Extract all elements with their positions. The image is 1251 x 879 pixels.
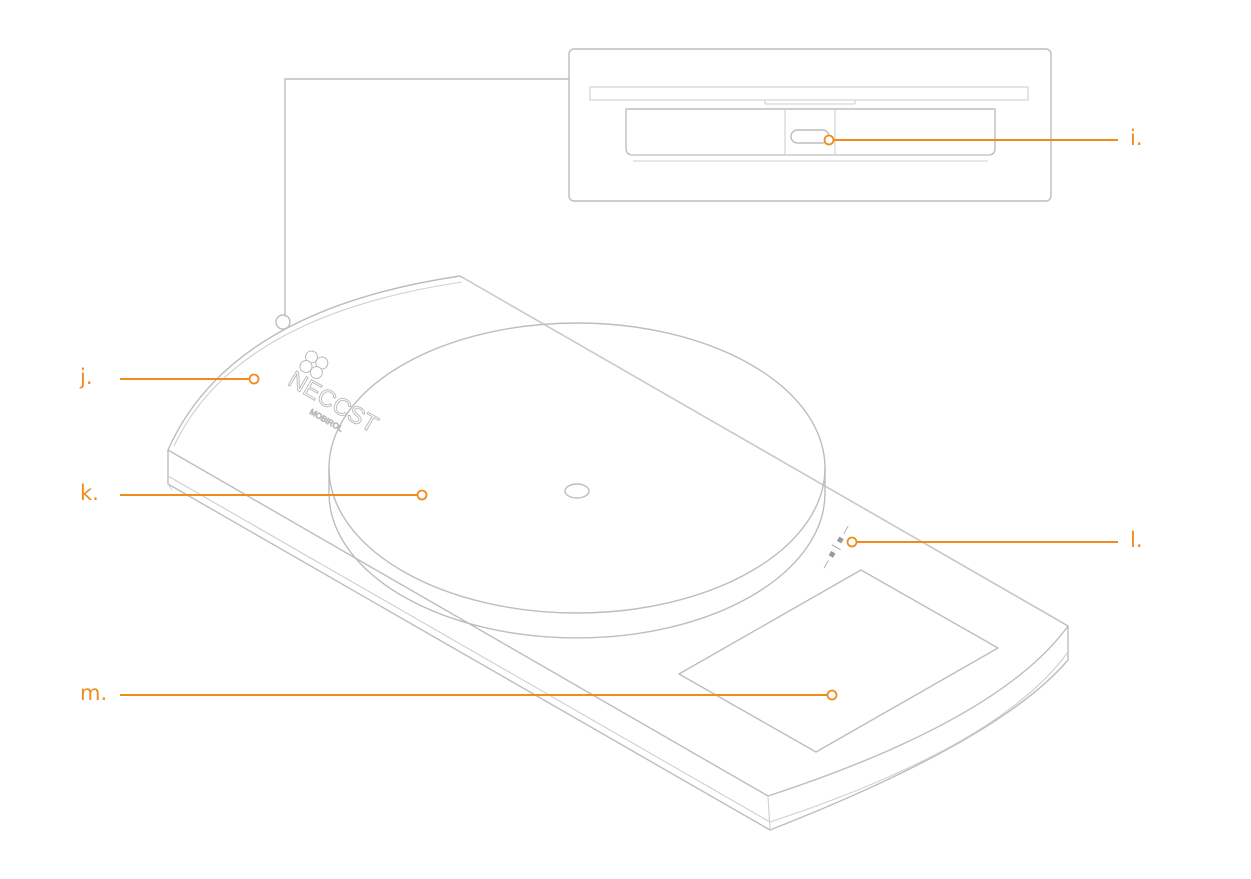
button-marks: — ▪ | ▪ — (819, 523, 853, 571)
control-buttons: — ▪ | ▪ — (819, 523, 853, 571)
callout-label-m: m. (80, 681, 108, 705)
leader-dot-m (826, 689, 838, 701)
leader-dot-j (248, 373, 260, 385)
turntable-center-hole (564, 483, 590, 499)
callout-label-k: k. (80, 481, 99, 505)
turntable-plate-side (589, 86, 1029, 101)
leader-dot-i (823, 134, 835, 146)
leader-dot-l (846, 536, 858, 548)
base-outline (167, 275, 1069, 831)
turntable-top (328, 322, 826, 614)
base-top-edge (167, 449, 1069, 797)
base-body (167, 275, 1069, 831)
leader-dot-k (416, 489, 428, 501)
display-panel (678, 569, 999, 753)
turntable-rim (328, 467, 826, 639)
usb-c-port (790, 129, 830, 144)
callout-label-i: i. (1130, 126, 1143, 150)
turntable (328, 322, 826, 639)
callout-label-l: l. (1130, 528, 1143, 552)
base-side (625, 108, 996, 156)
inset-connector-dot (275, 314, 291, 330)
inset-frame (568, 48, 1052, 202)
side-view-inset (568, 48, 1052, 202)
callout-label-j: j. (80, 365, 93, 389)
inset-connector-line (284, 78, 570, 317)
